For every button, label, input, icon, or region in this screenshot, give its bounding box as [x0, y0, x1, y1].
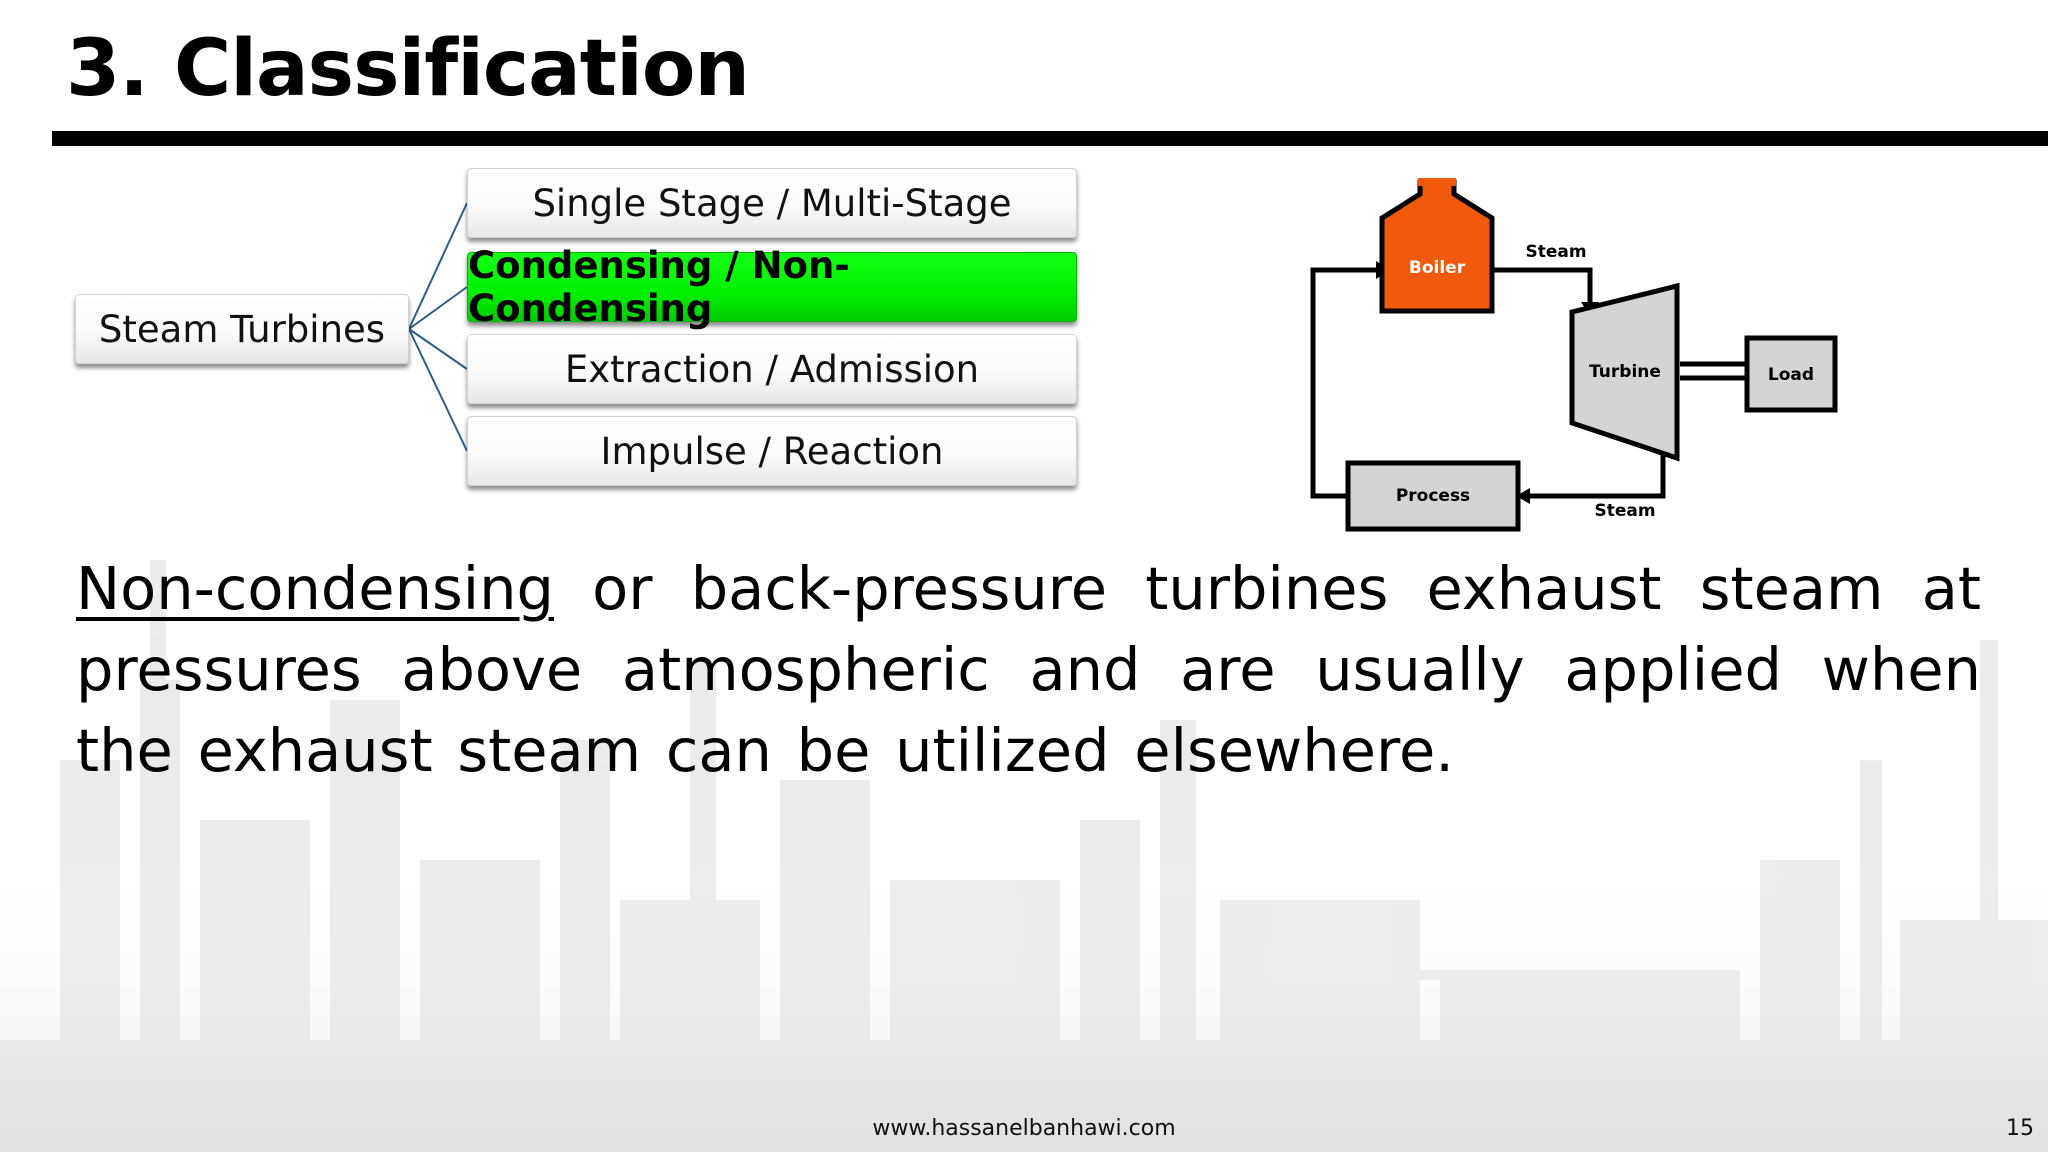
connector-line	[408, 328, 468, 452]
turbine-label: Turbine	[1589, 362, 1661, 382]
tree-connectors	[408, 202, 468, 452]
tree-option-extraction: Extraction / Admission	[467, 334, 1077, 404]
turbine-shape	[1569, 282, 1680, 462]
connector-line	[408, 286, 468, 330]
boiler-label: Boiler	[1409, 258, 1466, 278]
tree-option-impulse: Impulse / Reaction	[467, 416, 1077, 486]
turbine-to-process-line	[1525, 455, 1666, 499]
connector-line	[408, 328, 468, 370]
title-underline-rule	[52, 131, 2048, 146]
steam-label-top: Steam	[1525, 242, 1586, 262]
process-to-boiler-line	[1310, 267, 1380, 499]
load-label: Load	[1768, 365, 1814, 385]
process-box	[1345, 460, 1521, 532]
tree-root-steam-turbines: Steam Turbines	[75, 294, 409, 364]
load-box	[1744, 335, 1838, 413]
slide-page-number: 15	[2006, 1116, 2034, 1141]
tree-option-stage: Single Stage / Multi-Stage	[467, 168, 1077, 238]
boiler-shape	[1379, 179, 1495, 314]
back-pressure-cycle-diagram: Boiler Turbine Load Process Steam Steam	[1310, 178, 1838, 532]
steam-label-bottom: Steam	[1594, 501, 1655, 521]
keyword-non-condensing: Non-condensing	[76, 554, 554, 623]
tree-option-condensing-highlighted: Condensing / Non-Condensing	[467, 244, 1077, 330]
connector-line	[408, 202, 468, 330]
slide-title: 3. Classification	[66, 24, 750, 114]
boiler-stack-top	[1418, 178, 1456, 186]
process-label: Process	[1396, 486, 1470, 506]
boiler-to-turbine-line	[1490, 267, 1593, 306]
body-paragraph: Non-condensing or back-pressure turbines…	[76, 548, 1981, 791]
arrowhead-into-process	[1516, 488, 1530, 504]
footer-website-url: www.hassanelbanhawi.com	[872, 1116, 1176, 1141]
body-paragraph-text: or back-pressure turbines exhaust steam …	[76, 554, 1981, 785]
